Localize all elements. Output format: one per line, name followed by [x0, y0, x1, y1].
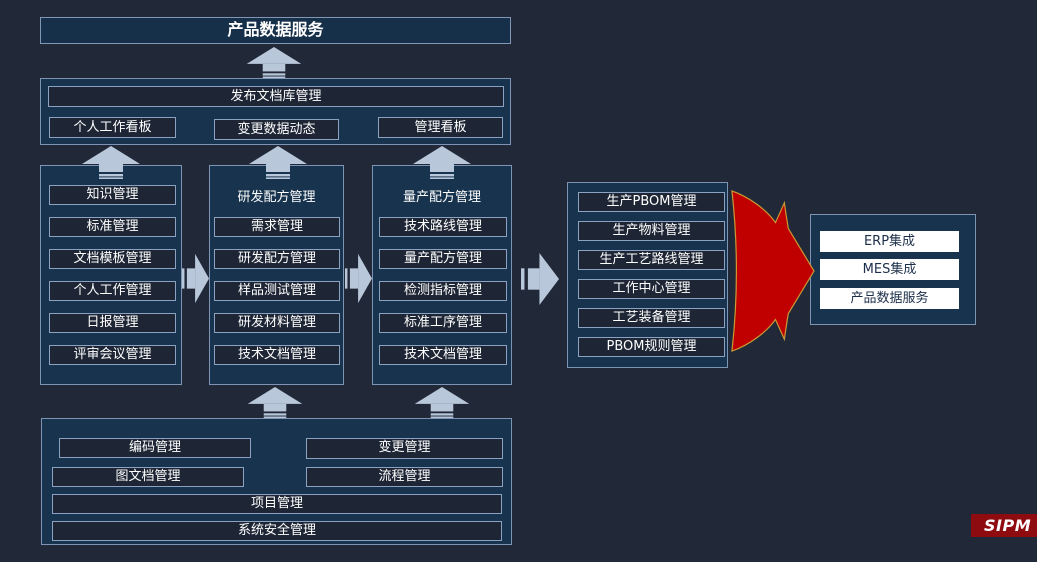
panel-header: 量产配方管理: [402, 190, 481, 205]
dashboard-panel: 发布文档库管理 个人工作看板 变更数据动态 管理看板: [40, 78, 511, 145]
production-panel: 生产PBOM管理 生产物料管理 生产工艺路线管理 工作中心管理 工艺装备管理 P…: [567, 182, 728, 368]
module-item: 量产配方管理: [379, 249, 507, 269]
foundation-item: 项目管理: [52, 494, 502, 514]
production-item: 生产PBOM管理: [578, 192, 725, 212]
module-item: 需求管理: [214, 217, 340, 237]
dashboard-item: 变更数据动态: [214, 119, 339, 140]
striped-right-arrow-icon: [182, 253, 209, 304]
module-item: 样品测试管理: [214, 281, 340, 301]
module-item: 技术文档管理: [214, 345, 340, 365]
integration-item: ERP集成: [820, 231, 959, 252]
module-item: 检测指标管理: [379, 281, 507, 301]
red-arrow-icon: [731, 190, 815, 352]
integration-item: 产品数据服务: [820, 288, 959, 309]
striped-up-arrow-icon: [414, 387, 470, 418]
integration-item: MES集成: [820, 259, 959, 280]
module-item: 研发配方管理: [214, 249, 340, 269]
dashboard-item: 个人工作看板: [49, 117, 176, 138]
module-item: 日报管理: [49, 313, 176, 333]
title-text: 产品数据服务: [227, 20, 324, 39]
module-panel-office: 知识管理 标准管理 文档模板管理 个人工作管理 日报管理 评审会议管理: [40, 165, 182, 385]
publish-doc-header-box: 发布文档库管理: [48, 86, 504, 107]
module-item: 标准管理: [49, 217, 176, 237]
production-item: PBOM规则管理: [578, 337, 725, 357]
module-item: 知识管理: [49, 185, 176, 205]
production-item: 工作中心管理: [578, 279, 725, 299]
striped-right-arrow-icon: [345, 253, 372, 304]
panel-header: 研发配方管理: [237, 190, 316, 205]
production-item: 工艺装备管理: [578, 308, 725, 328]
production-item: 生产物料管理: [578, 221, 725, 241]
striped-up-arrow-icon: [247, 387, 303, 418]
striped-up-arrow-icon: [246, 47, 302, 78]
foundation-panel: 编码管理 变更管理 图文档管理 流程管理 项目管理 系统安全管理: [41, 418, 512, 545]
dashboard-item: 管理看板: [378, 117, 503, 138]
foundation-item: 编码管理: [59, 438, 251, 458]
striped-right-arrow-icon: [521, 253, 559, 305]
integration-panel: ERP集成 MES集成 产品数据服务: [810, 214, 976, 325]
module-item: 技术路线管理: [379, 217, 507, 237]
foundation-item: 流程管理: [306, 467, 503, 487]
foundation-item: 图文档管理: [52, 467, 244, 487]
sipm-logo: SIPM: [971, 514, 1037, 537]
module-panel-rnd: 研发配方管理 需求管理 研发配方管理 样品测试管理 研发材料管理 技术文档管理: [209, 165, 344, 385]
foundation-item: 变更管理: [306, 438, 503, 459]
production-item: 生产工艺路线管理: [578, 250, 725, 270]
module-item: 个人工作管理: [49, 281, 176, 301]
module-item: 文档模板管理: [49, 249, 176, 269]
striped-up-arrow-icon: [82, 146, 140, 179]
title-banner: 产品数据服务: [40, 17, 511, 44]
foundation-item: 系统安全管理: [52, 521, 502, 541]
striped-up-arrow-icon: [249, 146, 307, 179]
module-item: 研发材料管理: [214, 313, 340, 333]
striped-up-arrow-icon: [413, 146, 471, 179]
module-item: 评审会议管理: [49, 345, 176, 365]
module-panel-production-formula: 量产配方管理 技术路线管理 量产配方管理 检测指标管理 标准工序管理 技术文档管…: [372, 165, 512, 385]
sipm-logo-text: SIPM: [984, 516, 1032, 535]
module-item: 技术文档管理: [379, 345, 507, 365]
module-item: 标准工序管理: [379, 313, 507, 333]
